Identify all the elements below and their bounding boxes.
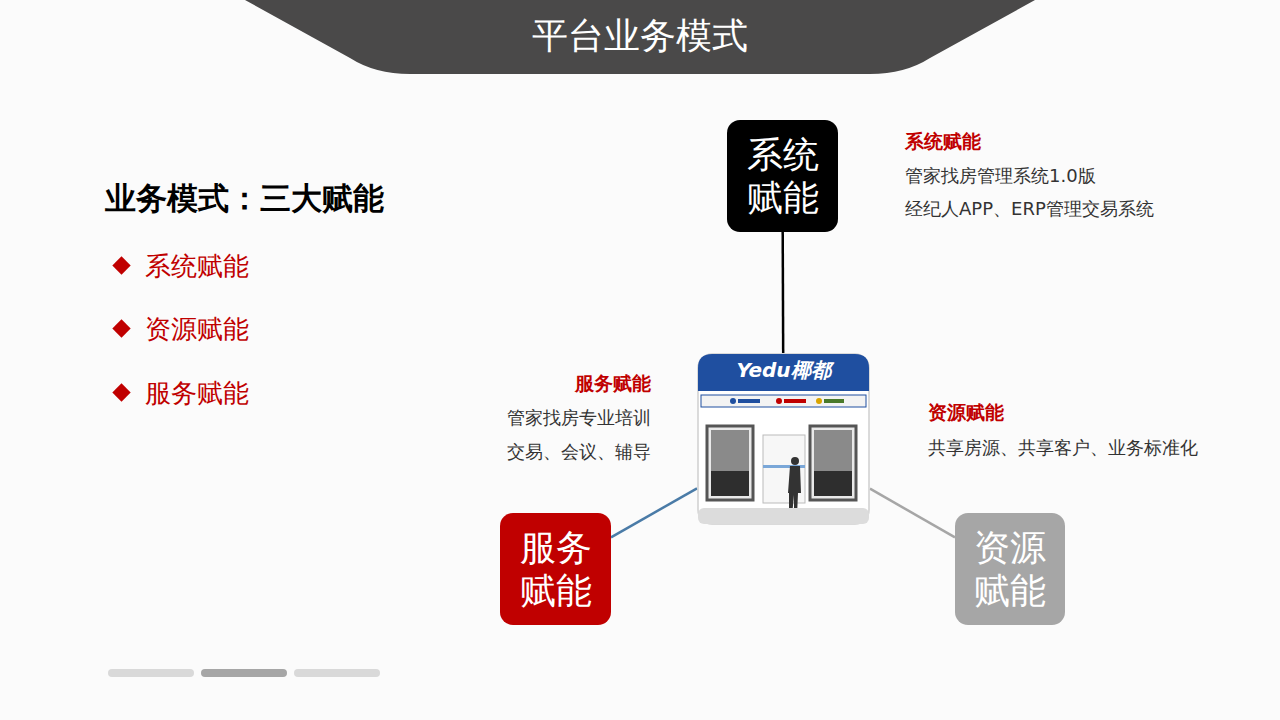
title: 平台业务模式 xyxy=(0,12,1280,61)
connector-line xyxy=(781,232,784,353)
annotation-text: 共享房源、共享客户、业务标准化 xyxy=(928,436,1198,460)
resource-box: 资源 赋能 xyxy=(955,513,1065,625)
annotation-heading: 资源赋能 xyxy=(928,400,1004,426)
annotation-heading: 服务赋能 xyxy=(575,371,651,397)
connector-line xyxy=(611,488,697,537)
box-text-group: 系统 赋能 xyxy=(741,133,824,219)
box-label: 服务 赋能 xyxy=(514,526,597,612)
annotation-heading: 系统赋能 xyxy=(905,129,981,155)
box-label: 系统 赋能 xyxy=(741,133,824,219)
store-sign: Yedu椰都 xyxy=(697,357,870,384)
box-text-group: 服务 赋能 xyxy=(514,526,597,612)
service-box: 服务 赋能 xyxy=(500,513,611,625)
box-label: 资源 赋能 xyxy=(969,526,1051,612)
connector-line xyxy=(870,489,955,538)
section-heading: 业务模式：三大赋能 xyxy=(105,178,384,220)
progress-bar xyxy=(294,669,380,677)
box-text-group: 资源 赋能 xyxy=(969,526,1051,612)
system-box: 系统 赋能 xyxy=(727,120,838,232)
annotation-text: 经纪人APP、ERP管理交易系统 xyxy=(905,197,1154,221)
annotation-text: 管家找房专业培训 xyxy=(507,406,651,430)
progress-bar xyxy=(108,669,194,677)
annotation-text: 管家找房管理系统1.0版 xyxy=(905,164,1096,188)
storefront: Yedu椰都 xyxy=(697,353,870,525)
bullet-diamond xyxy=(112,256,130,274)
bullet-item: 资源赋能 xyxy=(145,312,249,347)
annotation-text: 交易、会议、辅导 xyxy=(507,440,651,464)
progress-bar xyxy=(201,669,287,677)
bullet-diamond xyxy=(112,319,130,337)
bullet-item: 服务赋能 xyxy=(145,376,249,411)
bullet-diamond xyxy=(112,383,130,401)
bullet-item: 系统赋能 xyxy=(145,249,249,284)
